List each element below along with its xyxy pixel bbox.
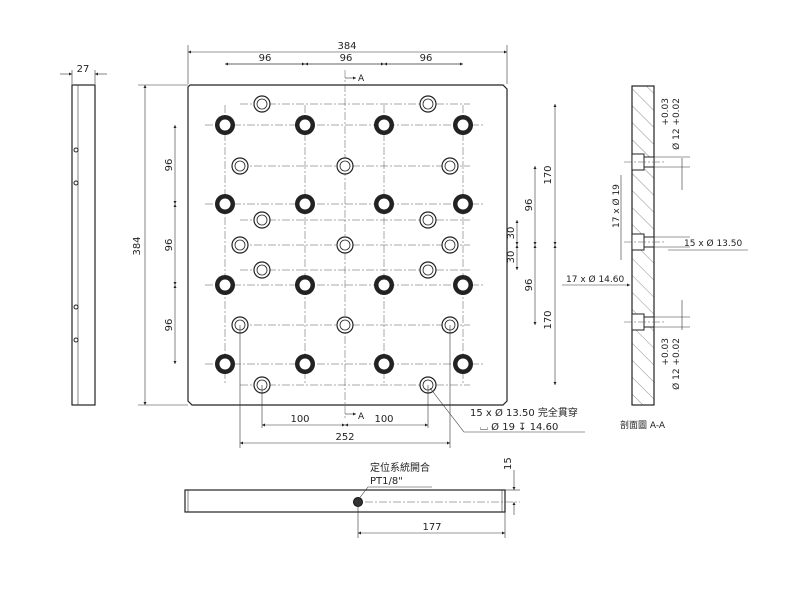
- bottom-100-left: 100: [290, 414, 309, 425]
- locating-hole-small: [336, 157, 354, 175]
- counterbore-section: [624, 313, 690, 331]
- pitch-left-1: 96: [164, 159, 175, 172]
- mounting-hole-large: [295, 115, 315, 135]
- plate-outline: [187, 84, 508, 406]
- counterbore-section: [624, 233, 690, 251]
- side-port: [73, 337, 79, 343]
- mounting-hole-large: [374, 194, 394, 214]
- bottom-view: 定位系統開合 PT1/8" 15 177: [184, 457, 520, 538]
- overall-height-dim: 384: [132, 236, 143, 255]
- side-view: 27: [60, 64, 107, 406]
- mounting-hole-large: [374, 115, 394, 135]
- locating-hole-small: [253, 95, 271, 113]
- locating-hole-small: [419, 211, 437, 229]
- mounting-hole-large: [453, 275, 473, 295]
- locating-hole-small: [336, 316, 354, 334]
- section-mark-top: A: [358, 74, 365, 84]
- tol-bottom-upper: +0.03: [661, 338, 671, 366]
- front-view: 384 96 96 96 A 384 96 96 96 170 170 96 9…: [132, 41, 585, 448]
- hole-note-line1: 15 x Ø 13.50 完全貫穿: [470, 406, 578, 419]
- overall-width-dim: 384: [337, 41, 356, 52]
- side-port: [73, 180, 79, 186]
- port-offset-dim: 177: [422, 522, 441, 533]
- tol-bottom-lower: Ø 12 +0.02: [671, 338, 682, 390]
- section-title: 剖面圖 A-A: [620, 419, 666, 431]
- locating-hole-small: [231, 157, 249, 175]
- pitch-top-1: 96: [259, 53, 272, 64]
- mounting-hole-large: [374, 354, 394, 374]
- locating-hole-small: [419, 261, 437, 279]
- right-170-bottom: 170: [543, 310, 554, 329]
- bottom-plate-outline: [184, 489, 506, 513]
- mounting-hole-large: [215, 275, 235, 295]
- right-96-top: 96: [524, 199, 535, 212]
- side-plate-outline: [71, 84, 96, 406]
- mounting-hole-large: [453, 354, 473, 374]
- mounting-hole-large: [215, 115, 235, 135]
- pitch-top-3: 96: [420, 53, 433, 64]
- port-label: 定位系統開合: [370, 461, 430, 474]
- locating-hole-small: [253, 211, 271, 229]
- mounting-hole-large: [215, 194, 235, 214]
- depth-note: 17 x Ø 14.60: [566, 274, 624, 285]
- locating-hole-small: [441, 157, 459, 175]
- pitch-left-3: 96: [164, 319, 175, 332]
- thru-note: 15 x Ø 13.50: [684, 238, 742, 249]
- cbore-note: 17 x Ø 19: [611, 184, 622, 228]
- mounting-hole-large: [215, 354, 235, 374]
- side-port: [73, 304, 79, 310]
- right-96-bottom: 96: [524, 279, 535, 292]
- port-thread: PT1/8": [370, 476, 403, 487]
- tol-top-upper: +0.03: [661, 98, 671, 126]
- right-30-bottom: 30: [506, 251, 517, 264]
- right-30-top: 30: [506, 227, 517, 240]
- side-port: [73, 147, 79, 153]
- mounting-hole-large: [453, 194, 473, 214]
- locating-hole-small: [253, 261, 271, 279]
- mounting-hole-large: [295, 194, 315, 214]
- locating-hole-small: [419, 95, 437, 113]
- hole-note-line2: ⌴ Ø 19 ↧ 14.60: [480, 421, 558, 433]
- right-170-top: 170: [543, 165, 554, 184]
- section-mark-bottom: A: [358, 412, 365, 422]
- mounting-hole-large: [374, 275, 394, 295]
- pitch-left-2: 96: [164, 239, 175, 252]
- locating-hole-small: [336, 236, 354, 254]
- bottom-252-dim: 252: [335, 432, 354, 443]
- tol-top-lower: Ø 12 +0.02: [671, 98, 682, 150]
- pitch-top-2: 96: [340, 53, 353, 64]
- locating-hole-small: [441, 236, 459, 254]
- mounting-hole-large: [295, 275, 315, 295]
- mounting-hole-large: [295, 354, 315, 374]
- locating-hole-small: [231, 236, 249, 254]
- mounting-hole-large: [453, 115, 473, 135]
- thickness-dim: 27: [77, 64, 90, 75]
- bottom-100-right: 100: [374, 414, 393, 425]
- section-view-a-a: +0.03 Ø 12 +0.02 +0.03 Ø 12 +0.02 17 x Ø…: [562, 85, 748, 431]
- height-dim: 15: [503, 457, 514, 470]
- counterbore-section: [624, 153, 690, 171]
